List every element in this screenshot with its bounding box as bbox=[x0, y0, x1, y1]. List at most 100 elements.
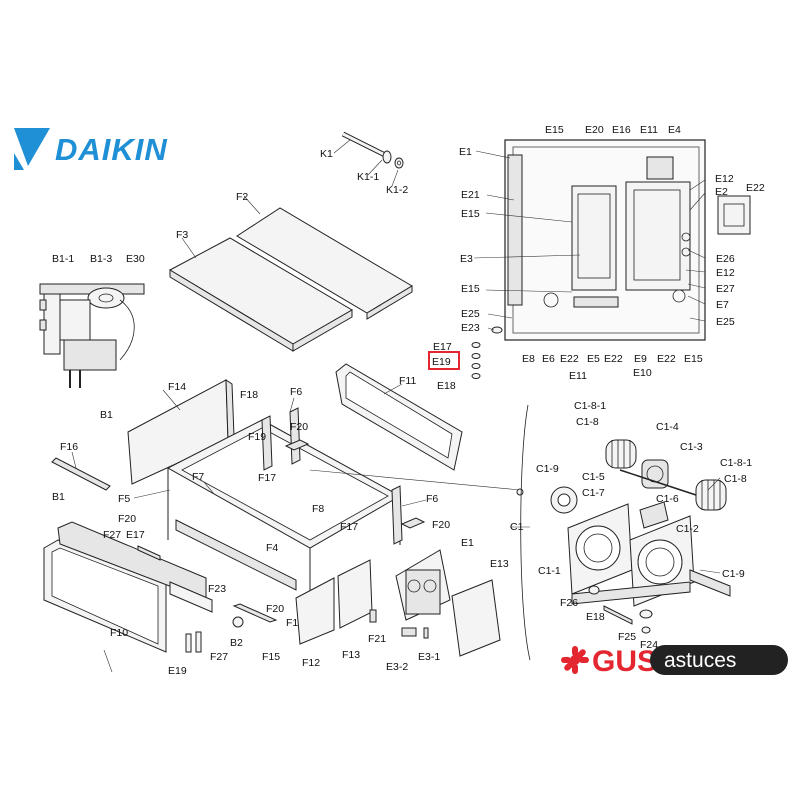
label-F25: F25 bbox=[618, 631, 636, 643]
label-F10: F10 bbox=[110, 627, 128, 639]
highlight-box bbox=[428, 351, 460, 370]
label-F20-c: F20 bbox=[432, 519, 450, 531]
label-E18-a: E18 bbox=[437, 380, 456, 392]
label-F11: F11 bbox=[399, 375, 416, 387]
pcb-e3 bbox=[571, 185, 617, 291]
astuces-text: astuces bbox=[664, 649, 736, 672]
label-C1-3: C1-3 bbox=[680, 441, 703, 453]
label-E15-a: E15 bbox=[545, 124, 564, 136]
label-E6: E6 bbox=[542, 353, 555, 365]
label-E4: E4 bbox=[668, 124, 681, 136]
label-F23: F23 bbox=[208, 583, 226, 595]
label-F1: F1 bbox=[286, 617, 298, 629]
label-E16: E16 bbox=[612, 124, 631, 136]
label-E22-b: E22 bbox=[604, 353, 623, 365]
label-F4: F4 bbox=[266, 542, 278, 554]
label-F17-b: F17 bbox=[340, 521, 358, 533]
transformer-e4 bbox=[646, 156, 674, 180]
label-E19-highlighted: E19 bbox=[432, 356, 451, 368]
logo-mark-icon bbox=[14, 128, 50, 166]
label-C1-1: C1-1 bbox=[538, 565, 561, 577]
label-C1-5: C1-5 bbox=[582, 471, 605, 483]
label-F13: F13 bbox=[342, 649, 360, 661]
label-F21: F21 bbox=[368, 633, 386, 645]
label-E17-b: E17 bbox=[126, 529, 145, 541]
label-E15-b: E15 bbox=[461, 208, 480, 220]
label-E3-1: E3-1 bbox=[418, 651, 440, 663]
label-K1: K1 bbox=[320, 148, 333, 160]
label-C1-6: C1-6 bbox=[656, 493, 679, 505]
label-F2: F2 bbox=[236, 191, 248, 203]
electrical-box bbox=[504, 139, 751, 341]
label-C1-8-1-a: C1-8-1 bbox=[574, 400, 606, 412]
label-B1-inset: B1 bbox=[100, 409, 113, 421]
label-E15-c: E15 bbox=[461, 283, 480, 295]
control-box-front bbox=[395, 549, 451, 639]
label-F17-a: F17 bbox=[258, 472, 276, 484]
label-C1-2: C1-2 bbox=[676, 523, 699, 535]
daikin-logo: DAIKIN bbox=[14, 128, 168, 170]
label-F26: F26 bbox=[560, 597, 578, 609]
label-E26: E26 bbox=[716, 253, 735, 265]
front-panel bbox=[43, 521, 278, 653]
label-E11-top: E11 bbox=[640, 124, 658, 136]
label-E17-a: E17 bbox=[433, 341, 452, 353]
label-E22-a: E22 bbox=[560, 353, 579, 365]
label-K1-2: K1-2 bbox=[386, 184, 408, 196]
brand-name: DAIKIN bbox=[55, 132, 168, 167]
label-K1-1: K1-1 bbox=[357, 171, 379, 183]
label-E12-b: E12 bbox=[716, 267, 735, 279]
label-C1-7: C1-7 bbox=[582, 487, 605, 499]
label-F27-a: F27 bbox=[103, 529, 121, 541]
label-F6-a: F6 bbox=[290, 386, 302, 398]
label-F5: F5 bbox=[118, 493, 130, 505]
label-E18-b: E18 bbox=[586, 611, 605, 623]
label-F14: F14 bbox=[168, 381, 186, 393]
label-E1-ctrl: E1 bbox=[461, 537, 474, 549]
label-F15: F15 bbox=[262, 651, 280, 663]
label-F27-b: F27 bbox=[210, 651, 228, 663]
label-B2: B2 bbox=[230, 637, 243, 649]
label-F20-b: F20 bbox=[118, 513, 136, 525]
label-E3-2: E3-2 bbox=[386, 661, 408, 673]
cover-e13 bbox=[451, 579, 501, 657]
screw-set bbox=[471, 326, 503, 379]
label-E13: E13 bbox=[490, 558, 509, 570]
label-C1-9-b: C1-9 bbox=[722, 568, 745, 580]
label-C1-8-a: C1-8 bbox=[576, 416, 599, 428]
label-E5: E5 bbox=[587, 353, 600, 365]
label-F18: F18 bbox=[240, 389, 258, 401]
label-B1-1: B1-1 bbox=[52, 253, 74, 265]
label-E19-b: E19 bbox=[168, 665, 187, 677]
label-F7: F7 bbox=[192, 471, 204, 483]
service-panels bbox=[295, 559, 377, 645]
label-E21: E21 bbox=[461, 189, 480, 201]
label-F16: F16 bbox=[60, 441, 78, 453]
label-E11-b: E11 bbox=[569, 370, 587, 382]
filter-frame-f11 bbox=[335, 363, 463, 471]
label-F20-d: F20 bbox=[266, 603, 284, 615]
label-E23: E23 bbox=[461, 322, 480, 334]
label-C1-8-b: C1-8 bbox=[724, 473, 747, 485]
label-C1: C1 bbox=[510, 521, 524, 533]
label-F6-b: F6 bbox=[426, 493, 438, 505]
label-B1-3: B1-3 bbox=[90, 253, 112, 265]
label-E22-r: E22 bbox=[746, 182, 765, 194]
label-E22-c: E22 bbox=[657, 353, 676, 365]
label-E25-b: E25 bbox=[716, 316, 735, 328]
terminal-e22 bbox=[717, 195, 751, 235]
label-E3: E3 bbox=[460, 253, 473, 265]
label-C1-8-1-b: C1-8-1 bbox=[720, 457, 752, 469]
label-B1-left: B1 bbox=[52, 491, 65, 503]
label-E27: E27 bbox=[716, 283, 735, 295]
label-F8: F8 bbox=[312, 503, 324, 515]
label-E30: E30 bbox=[126, 253, 145, 265]
label-E8: E8 bbox=[522, 353, 535, 365]
label-F24: F24 bbox=[640, 639, 658, 651]
label-C1-4: C1-4 bbox=[656, 421, 679, 433]
label-F20-a: F20 bbox=[290, 421, 308, 433]
label-E12-a: E12 bbox=[715, 173, 734, 185]
leader-lines bbox=[71, 139, 721, 673]
